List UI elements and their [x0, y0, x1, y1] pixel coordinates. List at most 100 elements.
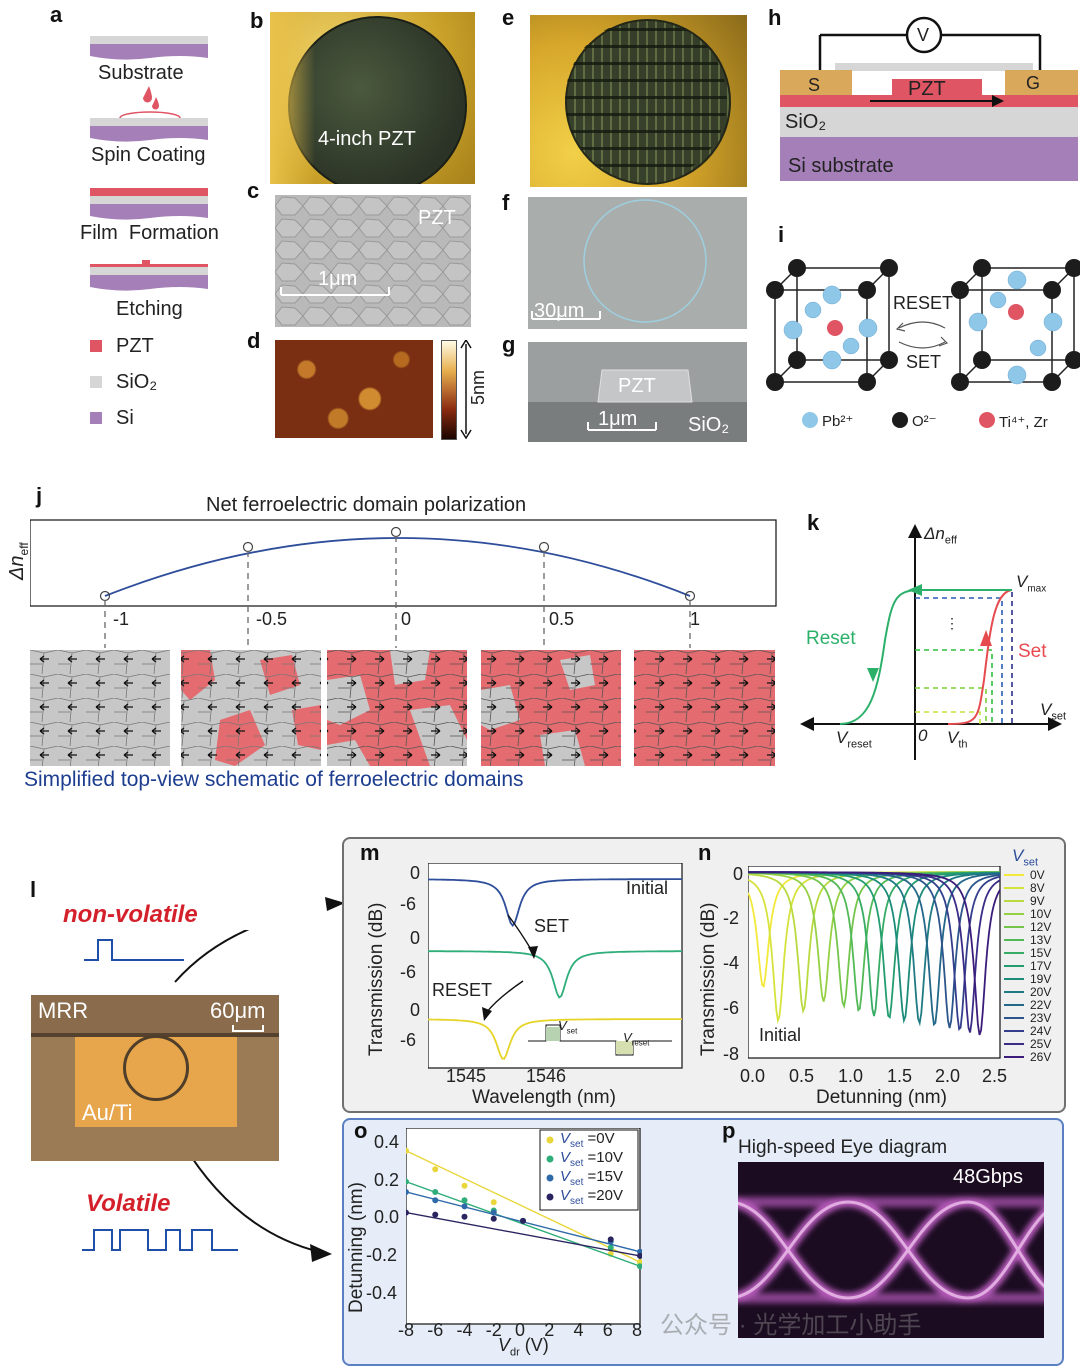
panel-label-g: g [502, 332, 516, 357]
o-legend-symbol: V [560, 1168, 571, 1185]
legend-swatch-si [90, 412, 102, 424]
sem-label: PZT [418, 207, 456, 229]
o-point [637, 1252, 642, 1259]
o-xtick: -6 [427, 1320, 444, 1340]
n-legend-swatch [1004, 899, 1024, 902]
o-legend-symbol: V [560, 1187, 571, 1204]
n-legend-item: 13V [1004, 932, 1060, 947]
eye-title: High-speed Eye diagram [738, 1137, 948, 1158]
panel-label-p: p [722, 1118, 736, 1143]
n-legend-label: 10V [1030, 906, 1052, 921]
n-legend-item: 19V [1004, 972, 1060, 986]
o-point [461, 1182, 468, 1189]
o-point [520, 1217, 526, 1224]
n-ytick-3: -6 [723, 998, 740, 1018]
o-xtick: 2 [544, 1320, 555, 1340]
tick-neg1: -1 [113, 609, 130, 629]
step-etching: Etching [116, 298, 183, 320]
n-legend-swatch [1004, 873, 1024, 876]
panel-label-n: n [698, 840, 712, 865]
o-legend-dot [546, 1193, 554, 1201]
step-spin-coating: Spin Coating [91, 144, 206, 166]
cross-section-pzt: PZT [618, 375, 656, 397]
o-xtick: 0 [515, 1320, 526, 1340]
microring-sem [528, 197, 747, 329]
n-legend-swatch [1004, 1016, 1024, 1019]
o-point [406, 1178, 409, 1185]
o-legend-sub: set [570, 1158, 584, 1169]
o-ytick-2: 0.0 [374, 1207, 400, 1227]
legend-pb: Pb²⁺ [822, 413, 854, 430]
cross-section-scale: 1μm [598, 408, 638, 430]
n-legend-item: 25V [1004, 1037, 1060, 1051]
arrow-to-o-icon [310, 1244, 332, 1262]
n-legend-item: 12V [1004, 920, 1060, 934]
n-legend-item: 26V [1004, 1050, 1060, 1064]
m-xlabel: Wavelength (nm) [472, 1087, 616, 1108]
polarization-title: Net ferroelectric domain polarization [206, 494, 527, 516]
legend-o: O²⁻ [912, 413, 937, 430]
n-legend-title: Vset [1012, 846, 1039, 869]
step-film-formation: Film Formation [80, 222, 219, 244]
gate-label: G [1026, 73, 1041, 93]
n-legend-item: 23V [1004, 1010, 1060, 1025]
n-xlabel: Detunning (nm) [816, 1087, 947, 1108]
hysteresis-schematic [800, 524, 1062, 760]
domain-schematics [30, 650, 775, 766]
device-sio2: SiO₂ [785, 111, 827, 133]
o-legend-value: =0V [583, 1130, 615, 1147]
n-legend-label: 24V [1030, 1023, 1052, 1038]
cross-section-sem [528, 342, 747, 442]
o-legend-item: Vset =15V [560, 1168, 642, 1188]
step-substrate: Substrate [98, 62, 184, 84]
o-point [490, 1199, 497, 1206]
n-ytick-0: 0 [733, 864, 744, 884]
cross-section-sio2: SiO₂ [688, 414, 730, 436]
legend-ti-icon [979, 412, 995, 428]
o-point [461, 1203, 468, 1210]
n-legend-label: 13V [1030, 932, 1052, 947]
panel-label-d: d [247, 328, 261, 353]
n-xtick-5: 2.5 [982, 1066, 1008, 1086]
k-vth: Vth [947, 728, 968, 751]
n-legend-item: 15V [1004, 946, 1060, 960]
n-ytick-1: -2 [723, 908, 740, 928]
sem-scale: 1μm [318, 268, 358, 290]
n-legend-item: 8V [1004, 880, 1060, 895]
k-ylabel: Δneff [924, 524, 957, 547]
o-xtick: -8 [398, 1320, 415, 1340]
o-legend-symbol: V [560, 1130, 571, 1147]
m-ytick-0: 0 [410, 863, 421, 883]
n-legend-item: 10V [1004, 906, 1060, 921]
legend-pb-icon [802, 412, 818, 428]
n-legend-label: 23V [1030, 1010, 1052, 1025]
mrr-scale: 60μm [210, 998, 266, 1023]
n-legend-swatch [1004, 1003, 1024, 1006]
source-label: S [808, 75, 821, 95]
n-legend-swatch [1004, 1029, 1024, 1032]
panel-label-l: l [30, 877, 37, 902]
n-legend-label: 8V [1030, 880, 1045, 895]
o-legend-item: Vset =0V [560, 1130, 642, 1150]
m-ytick-3: -6 [400, 962, 417, 982]
m-inset-vreset: Vreset [623, 1030, 650, 1048]
k-origin: 0 [918, 726, 928, 745]
watermark: 公众号 · 光学加工小助手 [660, 1312, 922, 1339]
eye-diagram [738, 1162, 1044, 1338]
afm-arrow-icon [460, 340, 472, 440]
nonvolatile-label: non-volatile [63, 901, 198, 928]
o-legend-value: =15V [583, 1168, 623, 1185]
m-ytick-1: -6 [400, 894, 417, 914]
o-point [432, 1188, 439, 1195]
mrr-micrograph [31, 995, 279, 1161]
o-xtick: 6 [602, 1320, 613, 1340]
o-xtick: -2 [485, 1320, 502, 1340]
chart-o [406, 1128, 642, 1325]
sem-grains-image [275, 195, 471, 327]
n-legend-label: 22V [1030, 997, 1052, 1012]
n-legend-swatch [1004, 964, 1024, 967]
n-legend-item: 24V [1004, 1023, 1060, 1038]
